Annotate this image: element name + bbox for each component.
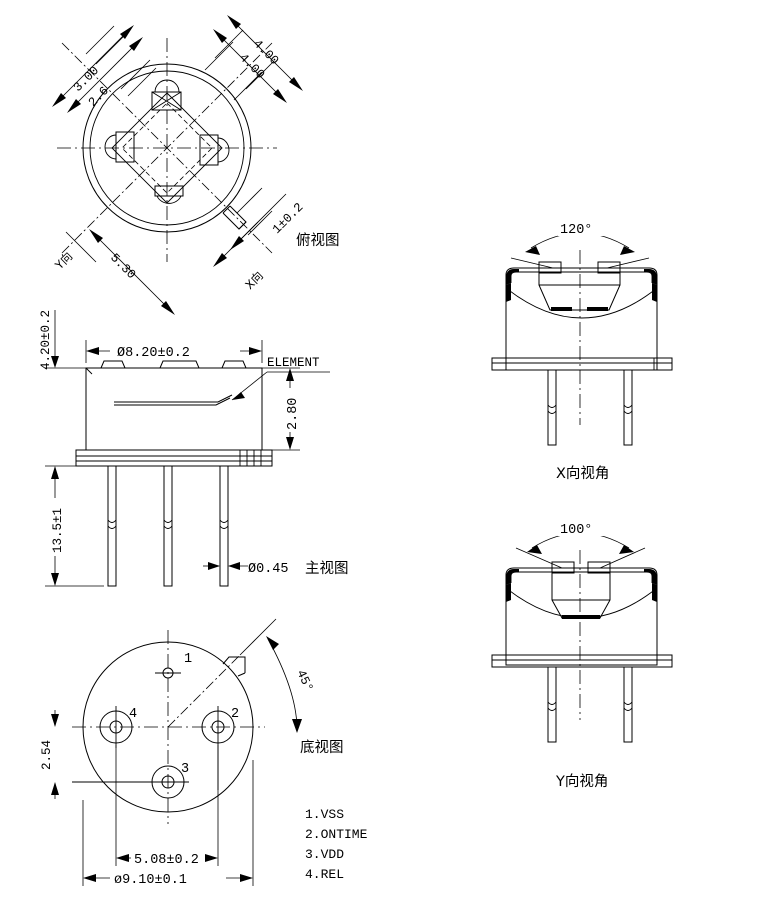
view-top: 3.00 2.6 4.00 4.00 1±0.2 5.30 Y向 X向 俯视图 xyxy=(52,15,340,315)
top-pad-south xyxy=(154,185,184,204)
view-label-front: 主视图 xyxy=(305,560,349,577)
x-view-lens-curve xyxy=(505,287,658,319)
bottom-index-tab xyxy=(222,656,246,677)
pin-legend-item-1: 1.VSS xyxy=(305,807,344,822)
dim-label-tab-thickness: 1±0.2 xyxy=(270,200,306,236)
dim-label-pin-row-spacing: 2.54 xyxy=(40,740,54,770)
dim-front-body-height: 2.80 xyxy=(262,367,301,451)
y-view-base-flange xyxy=(491,654,673,668)
pin-legend-item-4: 4.REL xyxy=(305,867,344,882)
top-axis-diag-b xyxy=(61,42,273,254)
pin-legend: 1.VSS 2.ONTIME 3.VDD 4.REL xyxy=(305,807,368,882)
pin-number-4: 4 xyxy=(129,707,137,722)
top-axis-label-x: X向 xyxy=(242,269,266,293)
dim-front-lead-length: 13.5±1 xyxy=(43,465,104,587)
dim-label-pin-span: 5.08±0.2 xyxy=(134,853,199,868)
bottom-tab-reference-line xyxy=(167,654,241,728)
dim-top-4-00-a xyxy=(214,15,303,91)
x-view-base-flange xyxy=(491,357,673,371)
dim-front-lead-diameter: Ø0.45 xyxy=(203,562,289,577)
front-element-callout: ELEMENT xyxy=(231,356,330,401)
dim-top-tab-thickness xyxy=(213,187,287,267)
pin-number-1: 1 xyxy=(184,652,192,667)
y-view-fov-angle: 100° xyxy=(515,518,646,569)
bottom-pin-3: 3 xyxy=(72,762,189,799)
dim-label-body-height: 2.80 xyxy=(286,398,301,430)
view-label-top: 俯视图 xyxy=(296,232,340,249)
view-front: Ø8.20±0.2 ELEMENT 4.20±0.2 2.80 xyxy=(39,310,349,587)
dim-label-tab-angle: 45° xyxy=(293,668,315,694)
bottom-pin-4: 4 xyxy=(99,706,137,748)
view-label-y-direction: Y向视角 xyxy=(555,773,608,790)
top-pad-east xyxy=(199,134,230,166)
dim-bottom-tab-angle: 45° xyxy=(239,618,316,733)
dim-top-4-00-b xyxy=(204,29,287,103)
dim-top-3-00 xyxy=(52,25,151,107)
y-view-lens-curve xyxy=(505,587,658,619)
dim-front-can-diameter: Ø8.20±0.2 xyxy=(85,340,263,363)
bottom-pin-1: 1 xyxy=(155,652,192,679)
x-view-cap-shell xyxy=(505,267,658,371)
y-view-leads xyxy=(547,666,633,743)
dim-label-lead-diameter: Ø0.45 xyxy=(248,562,289,577)
pin-number-3: 3 xyxy=(181,762,189,777)
top-pad-west xyxy=(104,131,135,163)
dim-label-5-30: 5.30 xyxy=(107,251,138,282)
view-label-bottom: 底视图 xyxy=(300,739,344,756)
dim-bottom-pin-row-spacing: 2.54 xyxy=(40,710,59,799)
x-view-angle-label: 120° xyxy=(560,223,592,238)
dim-bottom-base-diameter: ø9.10±0.1 xyxy=(82,760,254,888)
dim-front-cap-height: 4.20±0.2 xyxy=(39,310,110,370)
y-view-cap-shell xyxy=(505,567,658,666)
dim-label-can-diameter: Ø8.20±0.2 xyxy=(117,346,190,361)
bottom-pin-2: 2 xyxy=(201,706,239,790)
front-cap-tabs xyxy=(85,360,262,375)
pin-number-2: 2 xyxy=(231,707,239,722)
x-view-fov-angle: 120° xyxy=(510,218,650,269)
y-view-element-holder xyxy=(551,561,611,619)
dim-top-5-30 xyxy=(89,229,175,315)
view-y-direction: 100° Y向视角 xyxy=(491,518,673,790)
dim-label-cap-height: 4.20±0.2 xyxy=(39,310,53,370)
dim-label-base-diameter: ø9.10±0.1 xyxy=(114,873,187,888)
x-view-leads xyxy=(547,369,633,446)
front-element-plate xyxy=(114,394,233,406)
top-pad-north xyxy=(151,79,182,111)
view-x-direction: 120° X向视角 xyxy=(491,218,673,482)
dim-bottom-pin-span: 5.08±0.2 xyxy=(115,745,219,868)
front-leads xyxy=(107,465,229,587)
front-base-flange xyxy=(75,449,273,467)
pin-legend-item-3: 3.VDD xyxy=(305,847,344,862)
view-label-x-direction: X向视角 xyxy=(556,465,609,482)
dim-label-lead-length: 13.5±1 xyxy=(51,508,65,553)
dim-top-2-6 xyxy=(67,35,157,113)
y-view-angle-label: 100° xyxy=(560,523,592,538)
top-axis-tick-y xyxy=(65,231,97,263)
front-can-body xyxy=(85,367,263,451)
view-bottom: 1 4 2 3 2.54 xyxy=(40,618,344,888)
callout-label-element: ELEMENT xyxy=(267,356,320,370)
top-index-tab xyxy=(222,205,247,230)
top-axis-label-y: Y向 xyxy=(52,249,76,273)
x-view-element-holder xyxy=(538,261,621,311)
pin-legend-item-2: 2.ONTIME xyxy=(305,827,368,842)
